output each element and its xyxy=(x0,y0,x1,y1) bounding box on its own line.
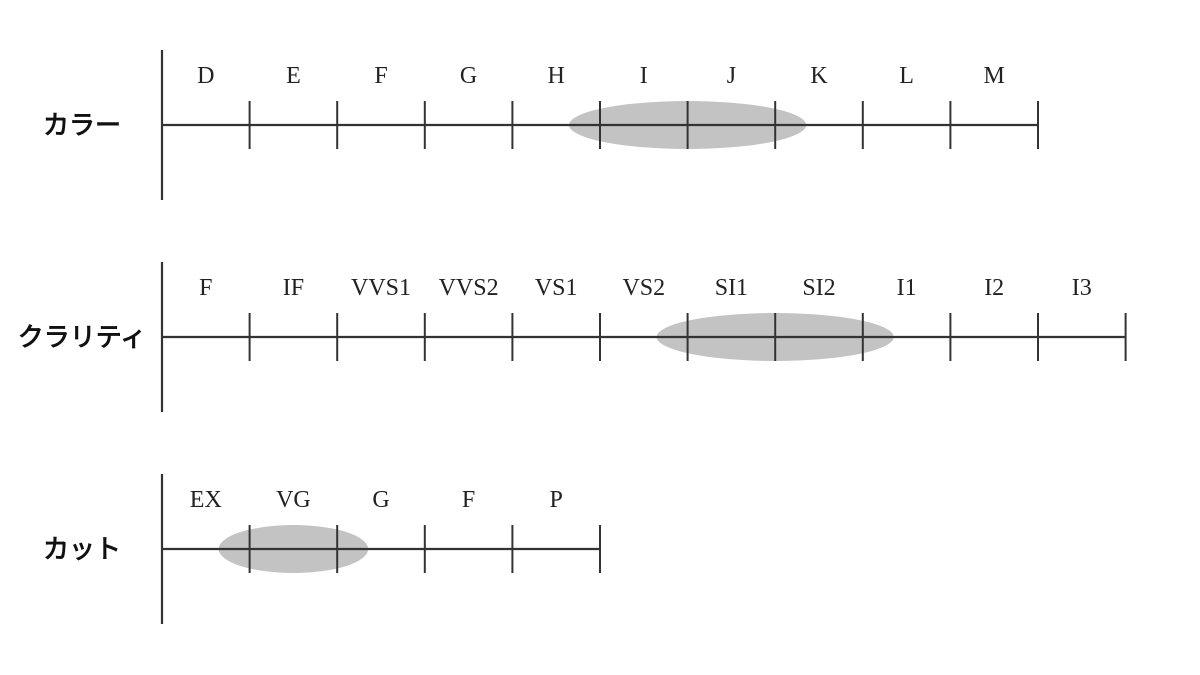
grade-label: F xyxy=(374,63,387,89)
grade-label: H xyxy=(548,63,565,89)
grade-label: I3 xyxy=(1072,275,1092,301)
row-label: カット xyxy=(43,535,121,565)
grade-label: EX xyxy=(190,487,222,513)
grade-label: I1 xyxy=(897,275,917,301)
color-scale-row: D E F G H I J K L M カラー xyxy=(43,50,1039,200)
row-label: カラー xyxy=(43,111,121,141)
clarity-scale-row: F IF VVS1 VVS2 VS1 VS2 SI1 SI2 I1 I2 I3 クラリティ xyxy=(18,262,1127,412)
grade-label: G xyxy=(460,63,477,89)
grade-label: SI2 xyxy=(802,275,835,301)
grade-label: F xyxy=(462,487,475,513)
row-label: クラリティ xyxy=(18,323,146,353)
grade-label: L xyxy=(899,63,914,89)
grade-label: I2 xyxy=(984,275,1004,301)
grade-label: VS2 xyxy=(622,275,665,301)
grade-label: VS1 xyxy=(535,275,578,301)
grade-label: SI1 xyxy=(715,275,748,301)
grade-label: I xyxy=(640,63,648,89)
grade-label: M xyxy=(984,63,1005,89)
grade-label: G xyxy=(372,487,389,513)
grade-label: F xyxy=(199,275,212,301)
grade-label: K xyxy=(810,63,828,89)
grade-label: IF xyxy=(283,275,304,301)
grade-label: D xyxy=(197,63,214,89)
grade-label: VVS2 xyxy=(439,275,499,301)
grade-label: VG xyxy=(276,487,311,513)
cut-scale-row: EX VG G F P カット xyxy=(43,474,601,624)
grade-label: J xyxy=(727,63,736,89)
grade-label: E xyxy=(286,63,301,89)
grade-label: VVS1 xyxy=(351,275,411,301)
grade-label: P xyxy=(550,487,563,513)
